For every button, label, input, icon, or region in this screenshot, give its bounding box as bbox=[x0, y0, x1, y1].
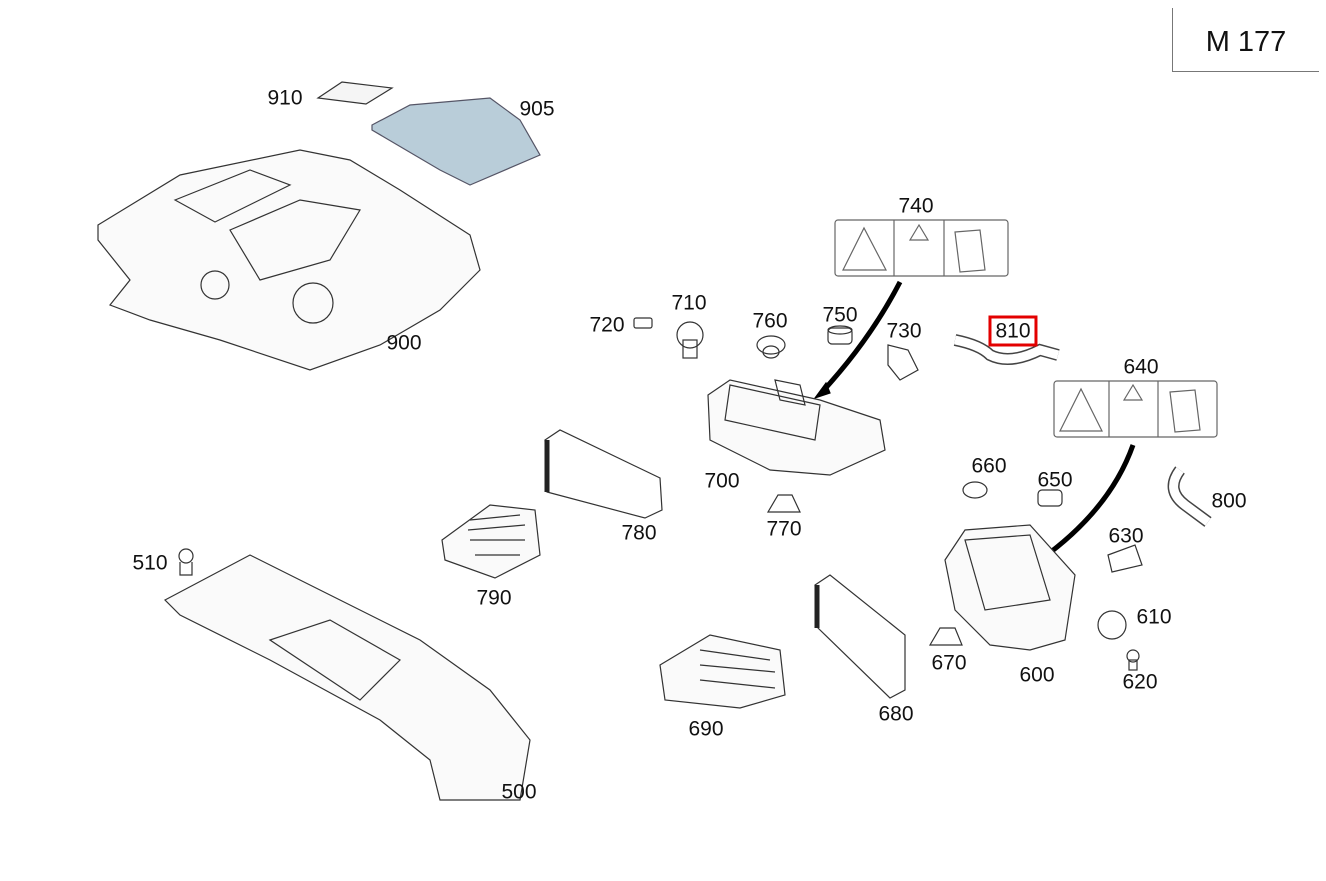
part-750-grommet[interactable] bbox=[827, 325, 853, 345]
part-650-grommet[interactable] bbox=[1037, 489, 1063, 507]
part-label-510[interactable]: 510 bbox=[132, 551, 168, 575]
part-label-670[interactable]: 670 bbox=[931, 651, 967, 675]
part-label-630[interactable]: 630 bbox=[1108, 524, 1144, 548]
part-500-air-duct-frame[interactable] bbox=[164, 554, 531, 801]
part-label-500[interactable]: 500 bbox=[501, 780, 537, 804]
part-780-filter-element[interactable] bbox=[544, 429, 663, 519]
part-790-air-duct[interactable] bbox=[441, 504, 541, 579]
part-690-air-duct[interactable] bbox=[659, 634, 786, 709]
part-910-pad[interactable] bbox=[316, 81, 394, 105]
part-610-sensor[interactable] bbox=[1097, 610, 1127, 640]
part-label-740[interactable]: 740 bbox=[898, 194, 934, 218]
part-label-610[interactable]: 610 bbox=[1136, 605, 1172, 629]
part-740-warning-label[interactable] bbox=[834, 219, 1009, 277]
part-label-730[interactable]: 730 bbox=[886, 319, 922, 343]
part-label-710[interactable]: 710 bbox=[671, 291, 707, 315]
part-700-air-filter-housing[interactable] bbox=[707, 379, 886, 476]
part-630-sensor[interactable] bbox=[1107, 544, 1143, 573]
part-660-grommet[interactable] bbox=[962, 481, 988, 499]
part-label-800[interactable]: 800 bbox=[1211, 489, 1247, 513]
arrow-640-to-600 bbox=[1038, 444, 1136, 563]
part-label-680[interactable]: 680 bbox=[878, 702, 914, 726]
part-670-grommet[interactable] bbox=[928, 627, 963, 646]
part-810-hose[interactable] bbox=[953, 334, 1060, 365]
part-label-690[interactable]: 690 bbox=[688, 717, 724, 741]
part-label-700[interactable]: 700 bbox=[704, 469, 740, 493]
part-710-sensor[interactable] bbox=[676, 321, 704, 359]
part-680-filter-element[interactable] bbox=[814, 574, 906, 699]
part-label-760[interactable]: 760 bbox=[752, 309, 788, 333]
part-800-hose[interactable] bbox=[1167, 466, 1212, 527]
part-label-660[interactable]: 660 bbox=[971, 454, 1007, 478]
part-label-910[interactable]: 910 bbox=[267, 86, 303, 110]
part-label-790[interactable]: 790 bbox=[476, 586, 512, 610]
part-640-warning-label[interactable] bbox=[1053, 380, 1218, 438]
part-label-900[interactable]: 900 bbox=[386, 331, 422, 355]
part-760-grommet[interactable] bbox=[756, 335, 786, 359]
model-designation-box: M 177 bbox=[1172, 8, 1319, 72]
part-720-bolt[interactable] bbox=[633, 317, 653, 329]
part-label-650[interactable]: 650 bbox=[1037, 468, 1073, 492]
part-label-620[interactable]: 620 bbox=[1122, 670, 1158, 694]
part-600-air-filter-housing[interactable] bbox=[944, 524, 1076, 651]
part-510-clip[interactable] bbox=[178, 548, 194, 576]
arrow-740-to-700 bbox=[820, 280, 903, 394]
part-label-770[interactable]: 770 bbox=[766, 517, 802, 541]
part-label-640[interactable]: 640 bbox=[1123, 355, 1159, 379]
part-label-780[interactable]: 780 bbox=[621, 521, 657, 545]
part-905-cover-insert[interactable] bbox=[371, 97, 541, 186]
part-label-720[interactable]: 720 bbox=[589, 313, 625, 337]
part-620-bolt[interactable] bbox=[1126, 649, 1140, 671]
model-designation: M 177 bbox=[1205, 26, 1287, 58]
part-label-600[interactable]: 600 bbox=[1019, 663, 1055, 687]
part-label-750[interactable]: 750 bbox=[822, 303, 858, 327]
part-label-810-selected[interactable]: 810 bbox=[988, 315, 1038, 347]
part-770-grommet[interactable] bbox=[766, 494, 801, 513]
part-900-engine-cover[interactable] bbox=[97, 149, 481, 371]
part-label-905[interactable]: 905 bbox=[519, 97, 555, 121]
part-730-sensor[interactable] bbox=[887, 344, 919, 381]
